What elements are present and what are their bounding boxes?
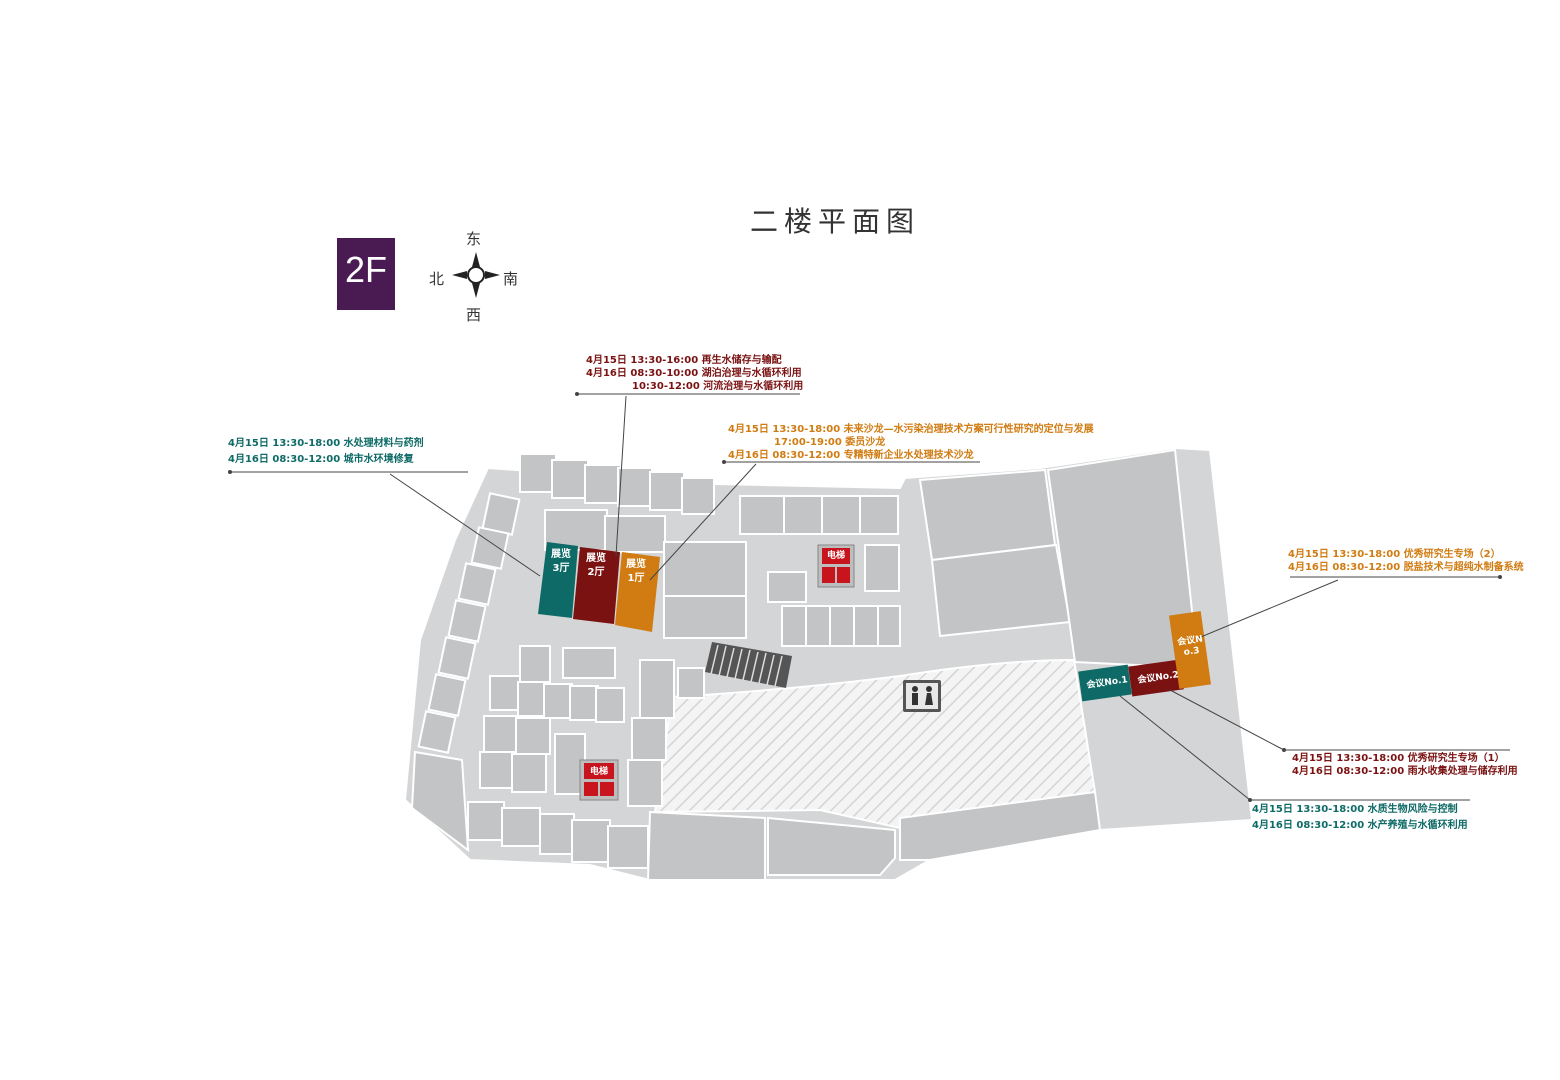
elevator-block-2 [579, 759, 619, 801]
compass-north: 北 [429, 270, 445, 288]
compass-east: 东 [466, 230, 482, 248]
hall-2 [573, 547, 620, 624]
meeting-no3-label: 会议No.3 [1176, 634, 1204, 659]
annotation-hall2: 4月15日 13:30-16:00 再生水储存与输配 4月16日 08:30-1… [586, 355, 804, 392]
elevator-2-label: 电梯 [589, 767, 608, 777]
stairs-icon [705, 642, 792, 688]
hall-1-label: 展览1厅 [626, 559, 646, 584]
annotation-hall1: 4月15日 13:30-18:00 未来沙龙—水污染治理技术方案可行性研究的定位… [728, 424, 1094, 461]
restroom-icon [903, 680, 941, 712]
annotation-no1: 4月15日 13:30-18:00 水质生物风险与控制 4月16日 08:30-… [1252, 804, 1468, 831]
hall-3 [538, 542, 578, 618]
meeting-no2 [1128, 659, 1184, 697]
compass-west: 西 [466, 306, 482, 324]
meeting-no1 [1078, 664, 1132, 702]
annotation-hall3: 4月15日 13:30-18:00 水处理材料与药剂 4月16日 08:30-1… [228, 438, 424, 465]
annotation-no3: 4月15日 13:30-18:00 优秀研究生专场（2） 4月16日 08:30… [1288, 549, 1524, 573]
meeting-no3 [1169, 611, 1211, 689]
elevator-block-1 [817, 544, 855, 588]
floor-badge: 2F [337, 238, 395, 310]
hall-1 [615, 552, 660, 632]
elevator-1-label: 电梯 [826, 551, 845, 561]
hall-3-label: 展览3厅 [551, 549, 571, 574]
compass-south: 南 [503, 270, 519, 288]
hall-2-label: 展览2厅 [586, 553, 606, 578]
annotation-no2: 4月15日 13:30-18:00 优秀研究生专场（1） 4月16日 08:30… [1292, 753, 1518, 777]
map-title: 二楼平面图 [749, 205, 920, 238]
